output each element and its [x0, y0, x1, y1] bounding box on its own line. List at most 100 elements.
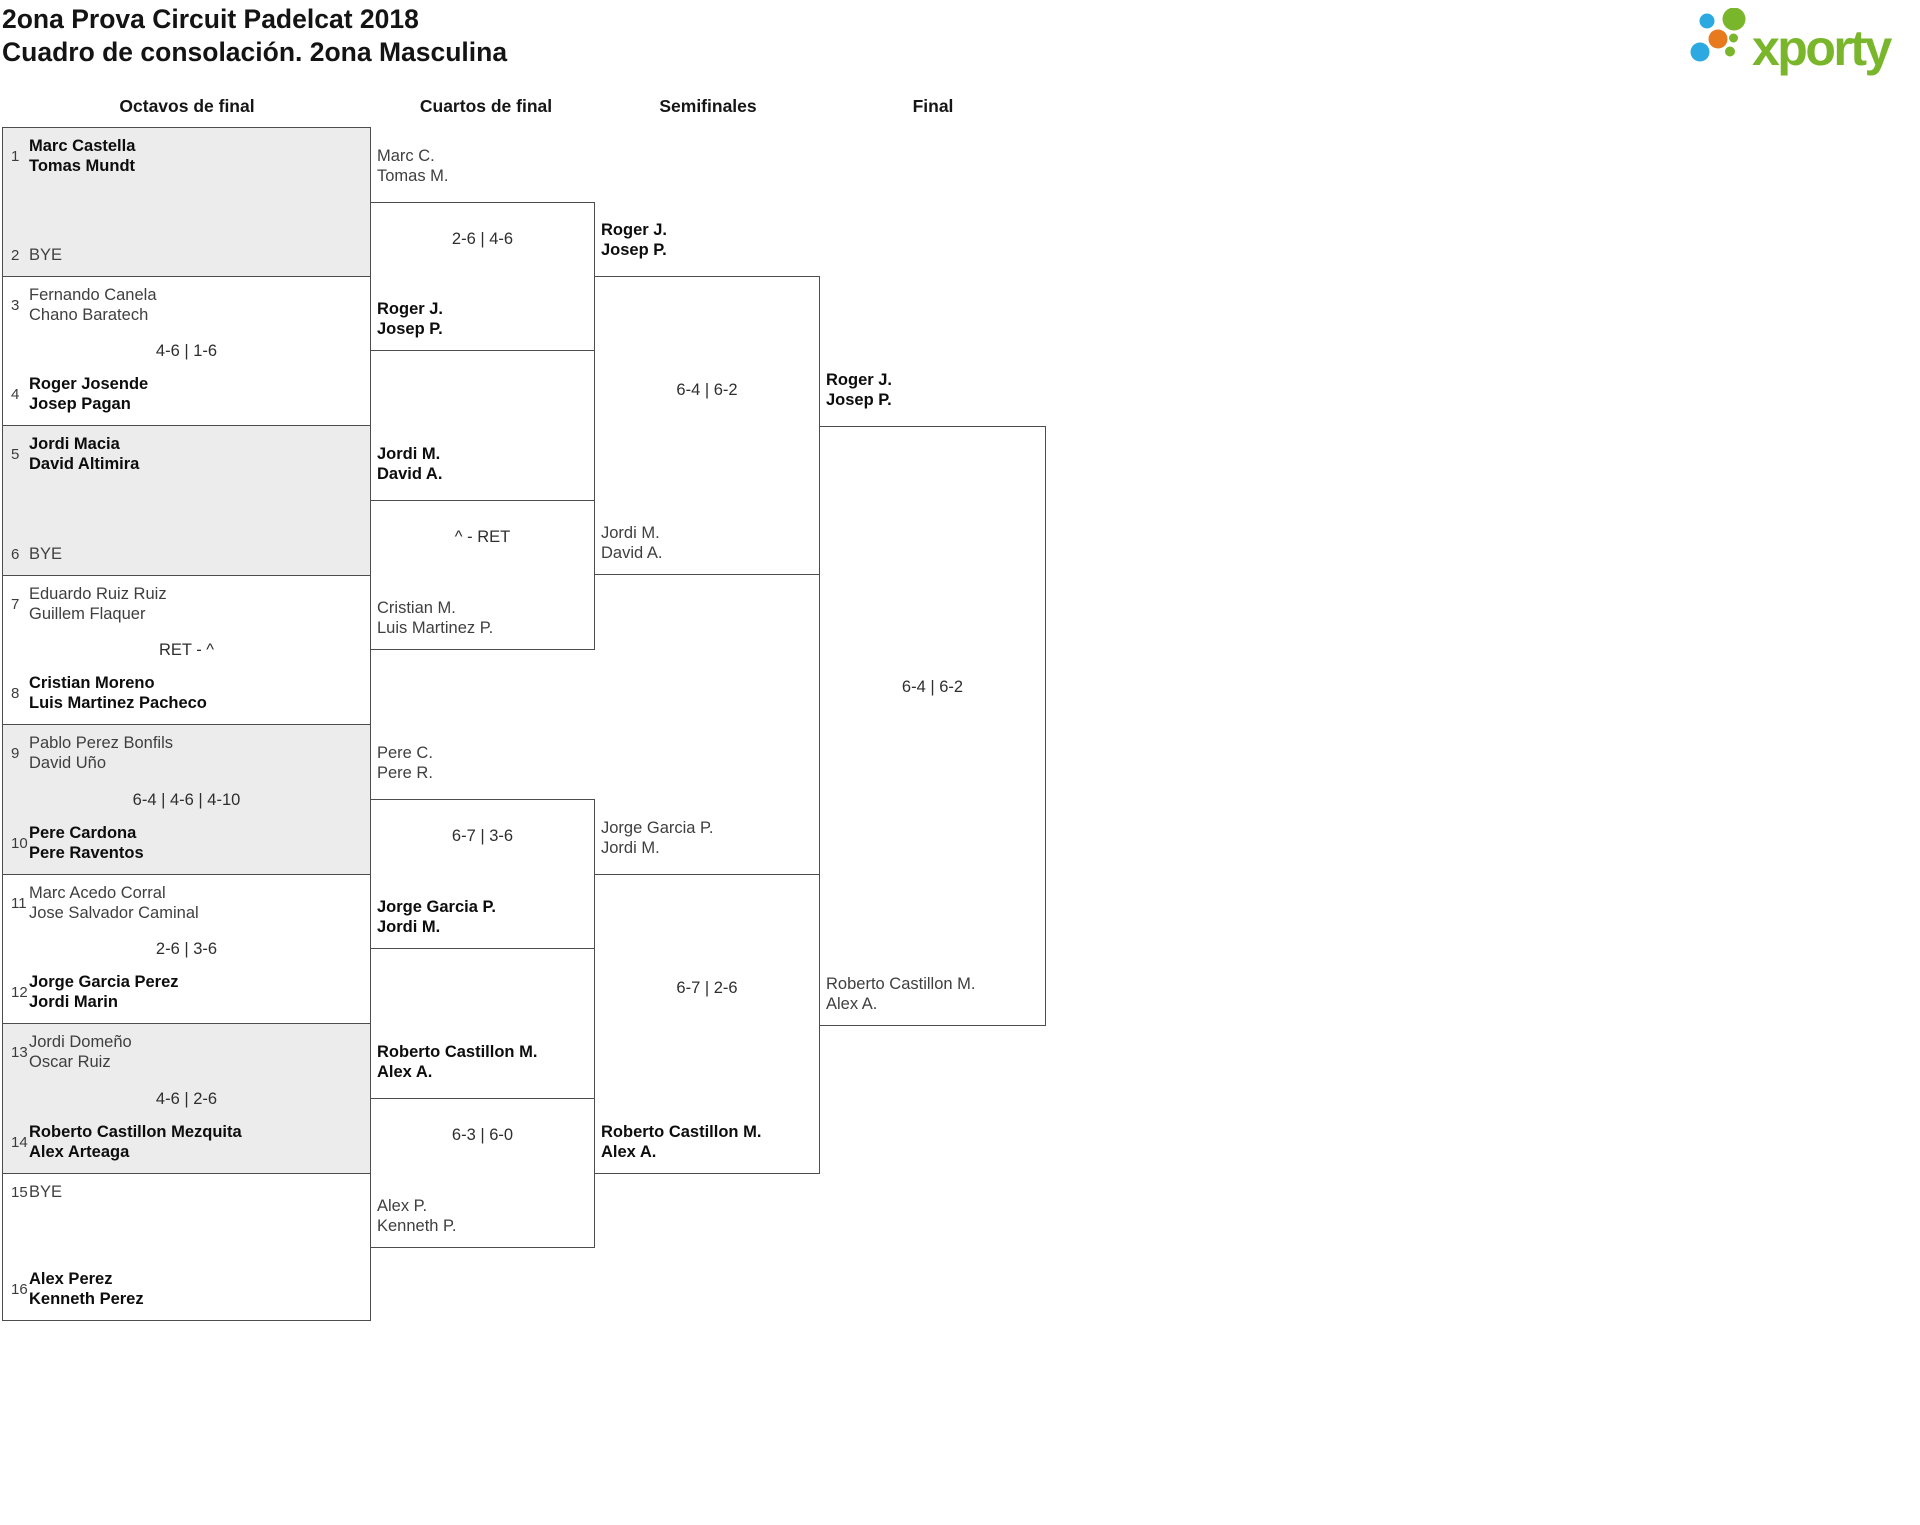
- match-score: 4-6 | 1-6: [155, 342, 218, 360]
- team-slot: 14 Roberto Castillon Mezquita Alex Artea…: [3, 1122, 370, 1162]
- team-name-line: Marc Castella: [29, 137, 136, 155]
- team-label-above: Roger J. Josep P.: [826, 370, 892, 410]
- team-name-line: Marc C.: [377, 147, 435, 165]
- team-name-line: Alex P.: [377, 1197, 428, 1215]
- octavos-match-box-1: 1 Marc Castella Tomas Mundt 2 BYE: [2, 127, 371, 277]
- logo-dots-icon: [1690, 8, 1746, 62]
- team-name-line: BYE: [29, 1183, 63, 1201]
- team-name-line: Cristian Moreno: [29, 674, 155, 692]
- seed-number: 13: [11, 1043, 28, 1061]
- seed-number: 12: [11, 983, 28, 1001]
- match-score: 2-6 | 4-6: [451, 230, 514, 248]
- team-slot: 7 Eduardo Ruiz Ruiz Guillem Flaquer: [3, 584, 370, 624]
- team-name-line: Roberto Castillon M.: [826, 975, 976, 993]
- team-name-line: Roger J.: [826, 371, 893, 389]
- team-name-line: Eduardo Ruiz Ruiz: [29, 585, 167, 603]
- semifinal-match-box-2: Jorge Garcia P. Jordi M. 6-7 | 2-6 Rober…: [594, 819, 820, 1174]
- team-name-line: Roberto Castillon M.: [377, 1043, 538, 1061]
- team-name-line: Alex Arteaga: [29, 1143, 130, 1161]
- team-label-above: Marc C. Tomas M.: [377, 146, 449, 186]
- team-label-below: Jordi M. David A.: [601, 523, 662, 563]
- team-name-line: David A.: [601, 544, 663, 562]
- team-name-line: Roger Josende: [29, 375, 149, 393]
- team-name-line: Oscar Ruiz: [29, 1053, 111, 1071]
- team-name-line: Josep P.: [601, 241, 667, 259]
- octavos-match-box-4: 7 Eduardo Ruiz Ruiz Guillem Flaquer RET …: [2, 575, 371, 725]
- team-name-line: Alex A.: [826, 995, 878, 1013]
- team-label-above: Jordi M. David A.: [377, 444, 442, 484]
- team-name-line: Cristian M.: [377, 599, 456, 617]
- octavos-match-box-2: 3 Fernando Canela Chano Baratech 4-6 | 1…: [2, 276, 371, 426]
- team-label-below: Alex P. Kenneth P.: [377, 1196, 457, 1236]
- octavos-match-box-6: 11 Marc Acedo Corral Jose Salvador Camin…: [2, 874, 371, 1024]
- team-slot: 2 BYE: [3, 245, 370, 265]
- team-label-below: Roger J. Josep P.: [377, 299, 443, 339]
- seed-number: 10: [11, 834, 28, 852]
- team-name-line: Roger J.: [377, 300, 444, 318]
- team-slot: 16 Alex Perez Kenneth Perez: [3, 1269, 370, 1309]
- team-name-line: Marc Acedo Corral: [29, 884, 166, 902]
- team-name-line: Jordi Macia: [29, 435, 120, 453]
- team-name-line: Alex Perez: [29, 1270, 113, 1288]
- team-label-below: Roberto Castillon M. Alex A.: [826, 974, 975, 1014]
- team-name-line: Chano Baratech: [29, 306, 149, 324]
- xporty-logo[interactable]: xporty: [1688, 8, 1920, 75]
- team-name-line: Kenneth P.: [377, 1217, 457, 1235]
- team-name-line: Jorge Garcia P.: [601, 819, 714, 837]
- team-slot: 3 Fernando Canela Chano Baratech: [3, 285, 370, 325]
- team-name-line: Tomas Mundt: [29, 157, 136, 175]
- seed-number: 5: [11, 445, 20, 463]
- seed-number: 3: [11, 296, 20, 314]
- cuartos-match-box-2: Jordi M. David A. ^ - RET Cristian M. Lu…: [370, 445, 595, 650]
- team-name-line: Jordi M.: [377, 445, 441, 463]
- seed-number: 7: [11, 595, 20, 613]
- octavos-match-box-7: 13 Jordi Domeño Oscar Ruiz 4-6 | 2-6 14 …: [2, 1023, 371, 1174]
- team-slot: 8 Cristian Moreno Luis Martinez Pacheco: [3, 673, 370, 713]
- team-slot: 12 Jorge Garcia Perez Jordi Marin: [3, 972, 370, 1012]
- team-name-line: Jorge Garcia P.: [377, 898, 496, 916]
- team-name-line: Josep Pagan: [29, 395, 131, 413]
- seed-number: 15: [11, 1183, 28, 1201]
- cuartos-match-box-4: Roberto Castillon M. Alex A. 6-3 | 6-0 A…: [370, 1043, 595, 1248]
- team-name-line: Roger J.: [601, 221, 668, 239]
- match-score: ^ - RET: [454, 528, 511, 546]
- seed-number: 1: [11, 147, 20, 165]
- team-name-line: David Altimira: [29, 455, 140, 473]
- team-name-line: Josep P.: [377, 320, 443, 338]
- team-slot: 15 BYE: [3, 1182, 370, 1202]
- octavos-match-box-3: 5 Jordi Macia David Altimira 6 BYE: [2, 425, 371, 576]
- team-name-line: BYE: [29, 545, 63, 563]
- team-name-line: Pere Raventos: [29, 844, 144, 862]
- tournament-name: 2ona Prova Circuit Padelcat 2018: [2, 4, 419, 34]
- seed-number: 14: [11, 1133, 28, 1151]
- semifinal-match-box-1: Roger J. Josep P. 6-4 | 6-2 Jordi M. Dav…: [594, 221, 820, 575]
- team-name-line: Jorge Garcia Perez: [29, 973, 179, 991]
- team-name-line: Roberto Castillon Mezquita: [29, 1123, 242, 1141]
- team-name-line: Pablo Perez Bonfils: [29, 734, 173, 752]
- team-label-below: Jorge Garcia P. Jordi M.: [377, 897, 496, 937]
- team-slot: 6 BYE: [3, 544, 370, 564]
- team-slot: 10 Pere Cardona Pere Raventos: [3, 823, 370, 863]
- bracket-subtitle: Cuadro de consolación. 2ona Masculina: [2, 37, 508, 67]
- round-header-final: Final: [912, 96, 954, 116]
- team-name-line: Jordi M.: [601, 524, 660, 542]
- final-match-box: Roger J. Josep P. 6-4 | 6-2 Roberto Cast…: [819, 371, 1046, 1026]
- team-name-line: David Uño: [29, 754, 107, 772]
- team-name-line: Jordi M.: [601, 839, 660, 857]
- team-name-line: Alex A.: [377, 1063, 433, 1081]
- team-name-line: Pere Cardona: [29, 824, 137, 842]
- team-name-line: Roberto Castillon M.: [601, 1123, 762, 1141]
- team-name-line: Luis Martinez P.: [377, 619, 494, 637]
- team-label-above: Jorge Garcia P. Jordi M.: [601, 818, 714, 858]
- match-score: 6-4 | 6-2: [901, 678, 964, 696]
- team-name-line: Tomas M.: [377, 167, 449, 185]
- team-name-line: Luis Martinez Pacheco: [29, 694, 207, 712]
- octavos-match-box-8: 15 BYE 16 Alex Perez Kenneth Perez: [2, 1173, 371, 1321]
- team-slot: 1 Marc Castella Tomas Mundt: [3, 136, 370, 176]
- match-score: 6-4 | 6-2: [676, 381, 738, 399]
- team-name-line: David A.: [377, 465, 443, 483]
- team-label-below: Roberto Castillon M. Alex A.: [601, 1122, 761, 1162]
- match-score: 4-6 | 2-6: [155, 1089, 218, 1108]
- round-header-cuartos: Cuartos de final: [419, 96, 553, 116]
